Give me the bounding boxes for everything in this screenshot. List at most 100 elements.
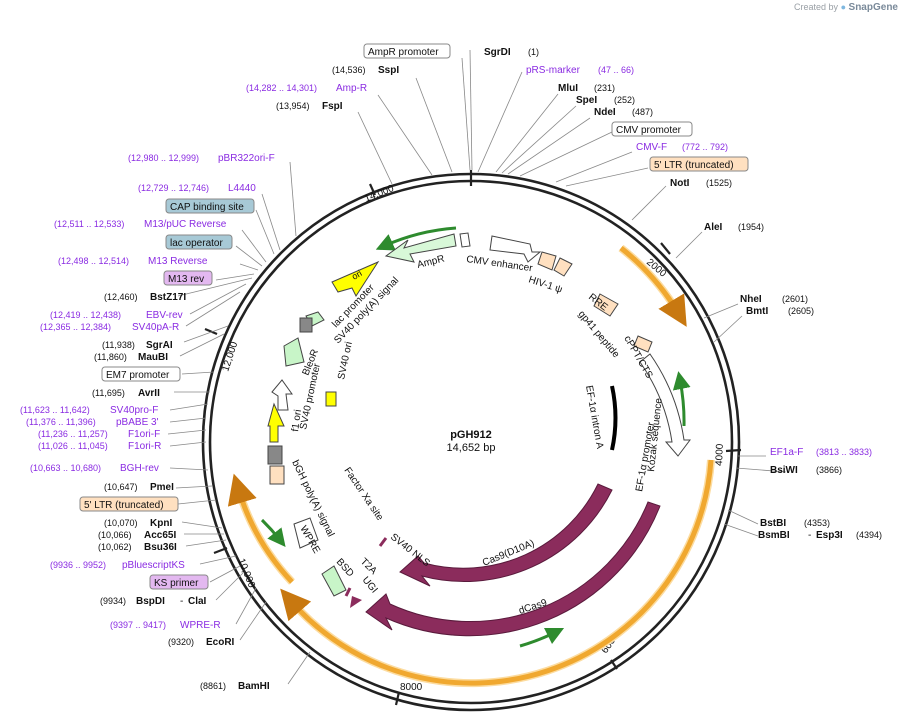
label-sv40pa-r-pos: (12,365 .. 12,384) <box>40 322 111 332</box>
label-pmei: PmeI <box>150 482 174 493</box>
label-ltr-top: 5' LTR (truncated) <box>654 160 734 171</box>
label-noti: NotI <box>670 178 690 189</box>
credit-brand: SnapGene <box>848 2 898 13</box>
label-spei: SpeI <box>576 95 597 106</box>
label-m13puc: M13/pUC Reverse <box>144 219 227 230</box>
label-ecori-pos: (9320) <box>168 637 194 647</box>
cppt-box <box>633 335 653 353</box>
label-nhei: NheI <box>740 294 762 305</box>
label-em7-box <box>101 366 181 382</box>
leader-lines <box>167 49 787 685</box>
label-nhei-pos: (2601) <box>782 294 808 304</box>
label-fspi: FspI <box>322 101 343 112</box>
feature-hiv-psi: HIV-1 ψ <box>527 274 564 295</box>
label-ebv-rev: EBV-rev <box>146 310 183 321</box>
label-clai: ClaI <box>188 596 207 607</box>
label-pbr322ori-f: pBR322ori-F <box>218 153 275 164</box>
label-ltr-left: 5' LTR (truncated) <box>84 500 164 511</box>
label-ndei-pos: (487) <box>632 107 653 117</box>
ori-arrow <box>331 260 380 298</box>
label-alei: AleI <box>704 222 723 233</box>
svg-text:-: - <box>180 596 183 607</box>
label-f1ori-r: F1ori-R <box>128 441 161 452</box>
label-kpni: KpnI <box>150 518 172 529</box>
label-cmv-f-pos: (772 .. 792) <box>682 142 728 152</box>
tick-label-14000: 14,000 <box>363 183 396 205</box>
label-wpre-r: WPRE-R <box>180 620 221 631</box>
wpre-arrow <box>293 517 319 549</box>
label-cmv-f: CMV-F <box>636 142 667 153</box>
label-wpre-r-pos: (9397 .. 9417) <box>110 620 166 630</box>
label-bgh-rev-pos: (10,663 .. 10,680) <box>30 463 101 473</box>
label-bstbi: BstBI <box>760 518 786 529</box>
label-pbluescriptks-pos: (9936 .. 9952) <box>50 560 106 570</box>
label-m13-reverse: M13 Reverse <box>148 256 208 267</box>
label-acc65i: Acc65I <box>144 530 176 541</box>
label-pbabe-pos: (11,376 .. 11,396) <box>26 417 96 427</box>
plasmid-name: pGH912 <box>450 429 492 441</box>
label-ks-primer-box <box>149 574 209 590</box>
credit-prefix: Created by <box>794 2 839 12</box>
label-sspi-pos: (14,536) <box>332 65 366 75</box>
ef1a-intron-bar <box>610 385 618 451</box>
label-ecori: EcoRI <box>206 637 235 648</box>
label-bmti: BmtI <box>746 306 768 317</box>
feature-ugi: UGI <box>360 575 380 596</box>
label-bamhi-pos: (8861) <box>200 681 226 691</box>
label-bstz17i-pos: (12,460) <box>104 292 138 302</box>
label-lac-operator: lac operator <box>170 238 223 249</box>
label-ampr-promoter-box <box>363 43 451 59</box>
label-sv40pro-f: SV40pro-F <box>110 405 158 416</box>
green-arcs <box>260 226 691 648</box>
label-mlui: MluI <box>558 83 578 94</box>
label-esp3i-pos: (4394) <box>856 530 882 540</box>
ugi-arrow <box>350 596 362 608</box>
label-bsu36i-pos: (10,062) <box>98 542 132 552</box>
label-sgrai-pos: (11,938) <box>102 340 135 350</box>
label-m13-reverse-pos: (12,498 .. 12,514) <box>58 256 129 266</box>
label-bamhi: BamHI <box>238 681 270 692</box>
snapgene-credit: Created by ● SnapGene <box>794 2 898 13</box>
ef1a-promoter-arrow <box>639 353 691 457</box>
label-l4440-pos: (12,729 .. 12,746) <box>138 183 209 193</box>
bleor-box <box>299 317 313 333</box>
label-avrii-pos: (11,695) <box>92 388 125 398</box>
label-f1ori-r-pos: (11,026 .. 11,045) <box>38 441 108 451</box>
label-maubi: MauBI <box>138 352 168 363</box>
bgh-polya-box <box>267 445 283 465</box>
label-f1ori-f-pos: (11,236 .. 11,257) <box>38 429 108 439</box>
label-cmv-promoter-box <box>611 121 693 137</box>
label-m13-rev: M13 rev <box>168 274 204 285</box>
label-amp-r: Amp-R <box>336 83 367 94</box>
label-bstbi-pos: (4353) <box>804 518 830 528</box>
label-bsiwi: BsiWI <box>770 465 798 476</box>
tick-label-8000: 8000 <box>400 682 423 693</box>
tick-label-4000: 4000 <box>714 443 726 466</box>
label-sgrdi-pos: (1) <box>528 47 539 57</box>
ampr-arrow <box>384 233 457 263</box>
label-m13-rev-box <box>163 270 213 286</box>
label-pmei-pos: (10,647) <box>104 482 138 492</box>
label-m13puc-pos: (12,511 .. 12,533) <box>54 219 124 229</box>
label-ampr-promoter: AmpR promoter <box>368 47 439 58</box>
ltr-box-3 <box>269 465 285 485</box>
sv40-ori-box <box>325 391 337 407</box>
label-f1ori-f: F1ori-F <box>128 429 160 440</box>
label-kpni-pos: (10,070) <box>104 518 138 528</box>
scale-ticks <box>204 170 742 706</box>
cas9-d10a-arrow <box>399 483 613 587</box>
label-pbr322ori-f-pos: (12,980 .. 12,999) <box>128 153 199 163</box>
cmv-enhancer-arrow <box>489 235 542 263</box>
ampr-promoter-box <box>459 232 471 248</box>
feature-factor-xa: Factor Xa site <box>342 466 386 524</box>
label-sv40pa-r: SV40pA-R <box>132 322 179 333</box>
label-ef1a-f-pos: (3813 .. 3833) <box>816 447 872 457</box>
orange-arcs <box>227 244 715 688</box>
label-em7: EM7 promoter <box>106 370 170 381</box>
label-mlui-pos: (231) <box>594 83 615 93</box>
label-bsu36i: Bsu36I <box>144 542 177 553</box>
label-spei-pos: (252) <box>614 95 635 105</box>
feature-ef1a-intron: EF-1α intron A <box>583 385 605 450</box>
bsd-arrow <box>321 565 347 597</box>
